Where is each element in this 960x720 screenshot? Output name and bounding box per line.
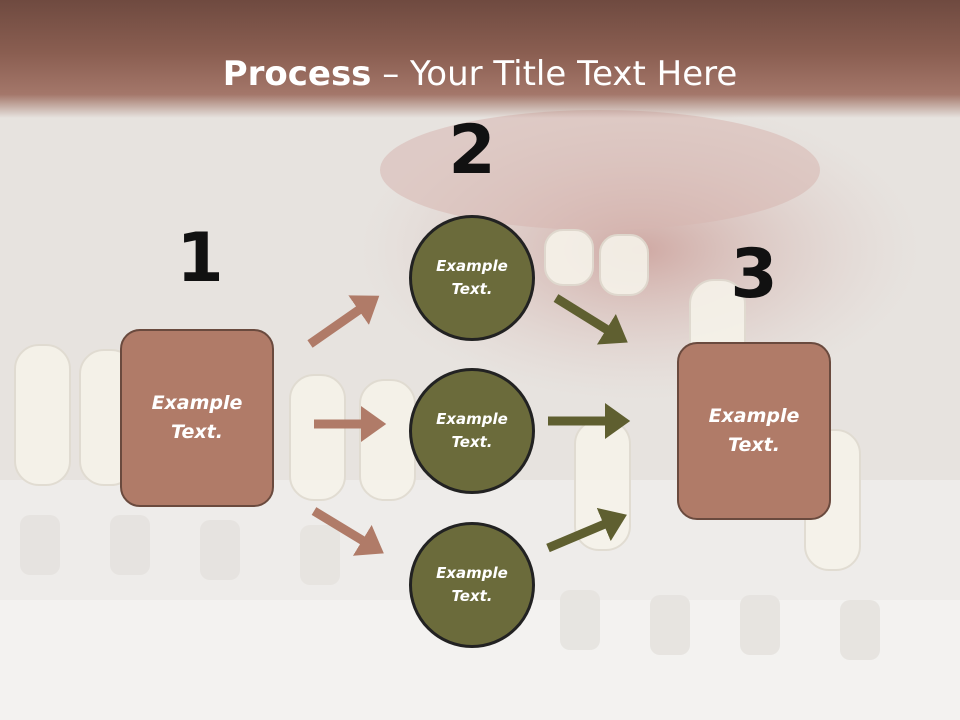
process-circle-bottom: Example Text.: [409, 522, 535, 648]
circle-top-text: Example Text.: [436, 257, 508, 298]
arrow-from-circle-top: [553, 294, 628, 345]
step-number-2: 2: [448, 111, 496, 190]
circle-bottom-text: Example Text.: [436, 564, 508, 605]
right-process-box: Example Text.: [677, 342, 831, 520]
arrow-from-circle-bottom: [546, 507, 627, 553]
title-rest: – Your Title Text Here: [371, 54, 738, 94]
process-circle-top: Example Text.: [409, 215, 535, 341]
title-bold: Process: [222, 54, 372, 94]
arrow-to-circle-top: [307, 295, 380, 348]
step-number-3: 3: [730, 235, 778, 314]
step-number-1: 1: [176, 219, 224, 298]
right-box-text: Example Text.: [708, 405, 800, 456]
title-bar: [0, 0, 960, 118]
slide-title: Process – Your Title Text Here: [0, 52, 960, 96]
circle-middle-text: Example Text.: [436, 410, 508, 451]
left-box-text: Example Text.: [151, 392, 243, 443]
process-circle-middle: Example Text.: [409, 368, 535, 494]
arrow-to-circle-bottom: [311, 507, 384, 556]
left-process-box: Example Text.: [120, 329, 274, 507]
